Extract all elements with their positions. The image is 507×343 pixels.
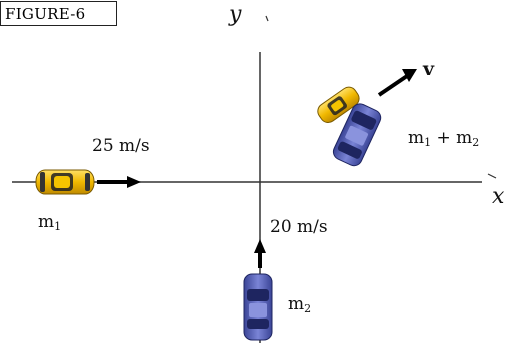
figure-label: FIGURE-6 xyxy=(5,5,86,23)
combined-car-yellow xyxy=(317,86,360,124)
x-axis-tick xyxy=(487,173,497,179)
mass-label-combined: m1 + m2 xyxy=(408,128,480,149)
velocity-arrowhead-m2 xyxy=(254,239,266,253)
car-m2 xyxy=(243,273,273,341)
speed-label-m2: 20 m/s xyxy=(270,217,328,237)
mass-label-m2: m2 xyxy=(288,294,312,315)
velocity-arrow-combined xyxy=(377,74,409,97)
velocity-arrowhead-m1 xyxy=(127,176,141,188)
y-axis-tick xyxy=(265,15,269,22)
velocity-arrowhead-combined xyxy=(402,69,417,82)
y-axis-label: y xyxy=(229,2,242,27)
combined-car-blue xyxy=(332,103,382,167)
speed-label-m1: 25 m/s xyxy=(92,136,150,156)
velocity-label-v: v xyxy=(423,58,435,80)
x-axis-label: x xyxy=(492,184,505,209)
figure-label-box: FIGURE-6 xyxy=(0,1,117,26)
combined-cars xyxy=(317,86,382,167)
car-m1 xyxy=(35,169,95,195)
mass-label-m1: m1 xyxy=(38,212,62,233)
